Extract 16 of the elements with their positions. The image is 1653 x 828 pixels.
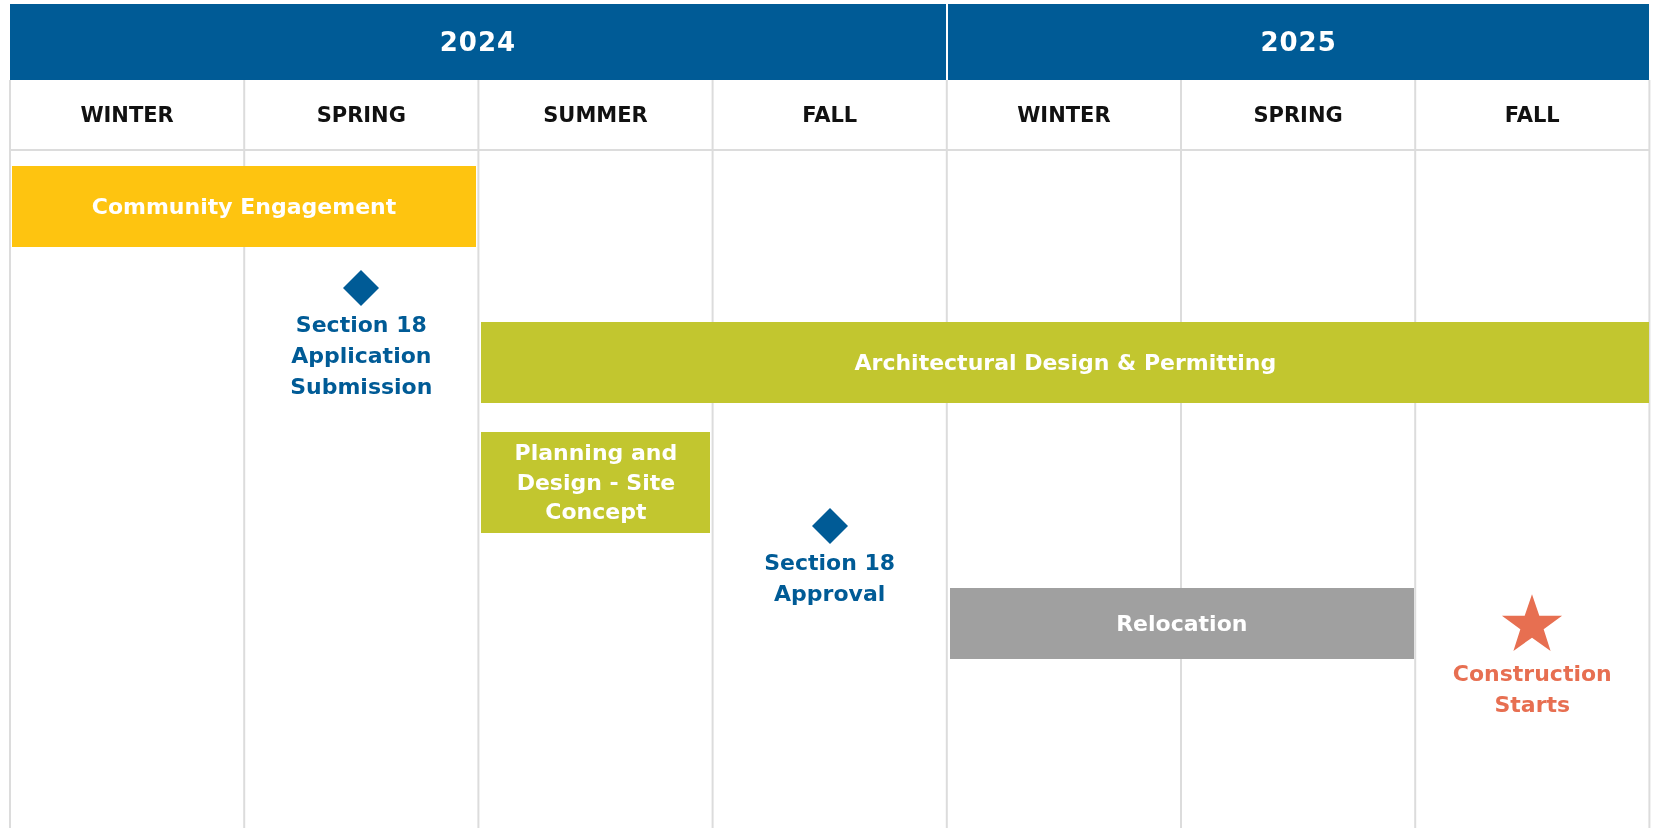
milestone-label: Construction Starts xyxy=(1451,660,1613,719)
year-header: 2024 xyxy=(10,4,946,80)
task-bar: Community Engagement xyxy=(12,166,476,247)
year-header: 2025 xyxy=(947,4,1650,80)
season-header: FALL xyxy=(1503,102,1561,129)
season-header: SUMMER xyxy=(542,102,649,129)
season-header: FALL xyxy=(801,102,859,129)
milestone-label: Section 18 Application Submission xyxy=(289,311,434,401)
task-bar: Relocation xyxy=(949,588,1414,659)
task-bar: Architectural Design & Permitting xyxy=(481,322,1650,403)
task-bar: Planning and Design - Site Concept xyxy=(481,432,711,533)
season-header: WINTER xyxy=(79,102,175,129)
milestone-label: Section 18 Approval xyxy=(763,549,897,608)
season-header: SPRING xyxy=(1252,102,1344,129)
season-header: SPRING xyxy=(315,102,407,129)
season-header: WINTER xyxy=(1016,102,1112,129)
